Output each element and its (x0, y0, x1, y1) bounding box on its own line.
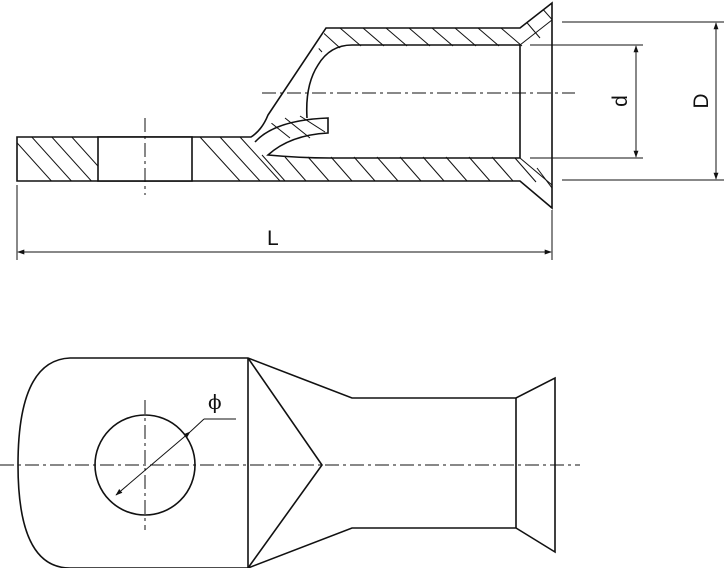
inner-diameter-label: d (609, 95, 632, 107)
hole-diameter-label: ϕ (208, 390, 222, 414)
barrel-bore (305, 44, 520, 119)
barrel-bore-bottom (254, 117, 520, 159)
length-label: L (267, 227, 279, 250)
lug-outline (16, 1, 553, 210)
section-hatching (17, 5, 552, 189)
lug-top-outline (17, 357, 556, 568)
chamfer-v (247, 357, 323, 568)
hole-diameter-leader (189, 418, 205, 433)
side-section-view (16, 1, 724, 260)
top-plan-view (0, 357, 580, 568)
outer-diameter-label: D (690, 93, 713, 108)
hole-diameter-dimension-line (115, 431, 191, 496)
